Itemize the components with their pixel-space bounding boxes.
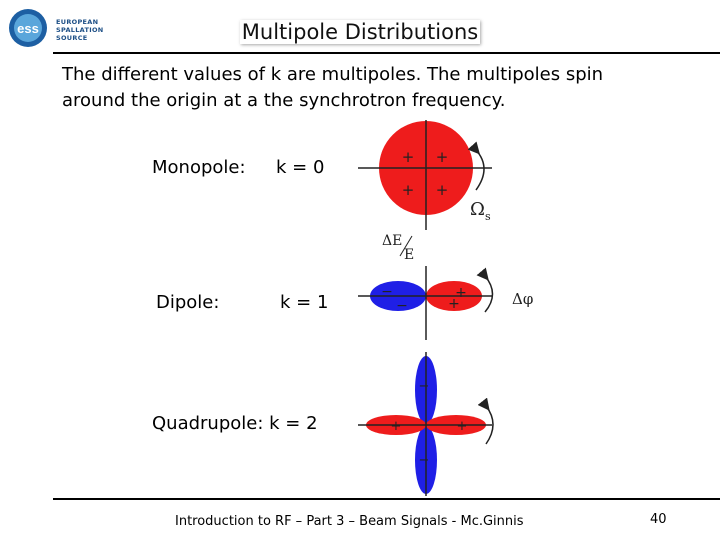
dipole-diagram: − − + + Δφ <box>358 266 533 340</box>
minus-sign: − <box>396 298 408 314</box>
monopole-label: Monopole: <box>152 157 246 178</box>
title-divider <box>53 52 720 54</box>
monopole-diagram: + + + + Ω s <box>358 120 492 230</box>
quadrupole-diagram: + + − − <box>358 352 494 496</box>
plus-sign: + <box>436 148 449 166</box>
dipole-label: Dipole: <box>156 292 220 313</box>
ess-logo-mark: ess <box>9 9 47 47</box>
footer-text: Introduction to RF – Part 3 – Beam Signa… <box>175 514 524 529</box>
monopole-k: k = 0 <box>276 157 325 178</box>
logo-line-1: EUROPEAN <box>56 18 99 26</box>
plus-sign: + <box>391 419 402 434</box>
logo-wordmark: EUROPEAN SPALLATION SOURCE <box>56 18 104 42</box>
omega-subscript: s <box>485 210 491 223</box>
plus-sign: + <box>402 181 415 199</box>
e-label: E <box>404 247 414 263</box>
slide-title: Multipole Distributions <box>0 20 720 44</box>
footer-divider <box>53 498 720 500</box>
dipole-k: k = 1 <box>280 292 329 313</box>
minus-sign: − <box>381 284 393 300</box>
delta-e-label: ΔE <box>382 233 402 249</box>
slide-title-text: Multipole Distributions <box>241 20 479 44</box>
delta-phi-label: Δφ <box>512 290 533 308</box>
intro-text: The different values of k are multipoles… <box>62 64 604 111</box>
rotation-arrow <box>477 397 494 445</box>
plus-sign: + <box>448 296 460 312</box>
rotation-arrow <box>476 267 494 313</box>
logo-line-3: SOURCE <box>56 34 88 42</box>
plus-sign: + <box>455 285 467 301</box>
plus-sign: + <box>436 181 449 199</box>
plus-sign: + <box>402 148 415 166</box>
plus-sign: + <box>457 419 468 434</box>
energy-axis-label: ΔE E <box>382 233 414 263</box>
minus-sign: − <box>419 379 430 394</box>
page-number: 40 <box>650 512 667 527</box>
minus-sign: − <box>419 453 430 468</box>
logo-line-2: SPALLATION <box>56 26 104 34</box>
quadrupole-label: Quadrupole: k = 2 <box>152 413 318 434</box>
rotation-arrow <box>467 141 485 191</box>
ess-logo: ess EUROPEAN SPALLATION SOURCE <box>4 6 116 50</box>
omega-label: Ω <box>470 199 485 220</box>
logo-mark-text: ess <box>17 21 39 36</box>
